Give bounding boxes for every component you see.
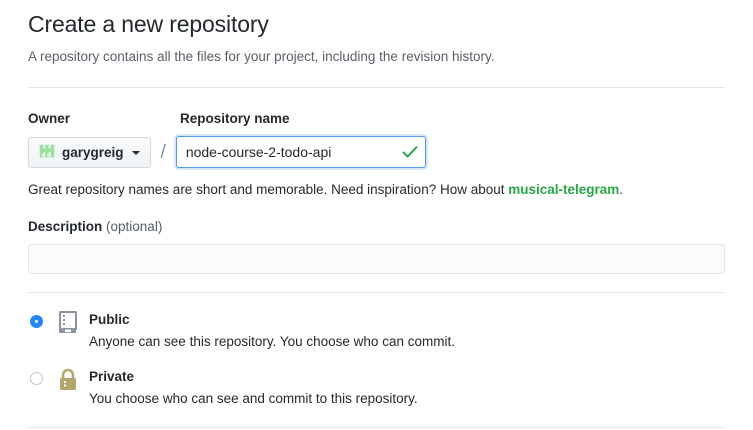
visibility-public-text: Public Anyone can see this repository. Y…: [89, 311, 455, 352]
visibility-public-description: Anyone can see this repository. You choo…: [89, 333, 455, 349]
visibility-private-description: You choose who can see and commit to thi…: [89, 391, 418, 407]
description-label: Description: [28, 219, 103, 235]
description-label-row: Description (optional): [28, 200, 725, 235]
repository-name-label: Repository name: [180, 111, 290, 126]
repository-name-hint: Great repository names are short and mem…: [28, 168, 725, 200]
suggested-name-link[interactable]: musical-telegram: [508, 182, 620, 198]
visibility-private-text: Private You choose who can see and commi…: [89, 368, 418, 409]
radio-public[interactable]: [30, 314, 43, 328]
owner-label: Owner: [28, 111, 71, 126]
path-separator: /: [160, 141, 166, 163]
identicon-avatar: [38, 143, 56, 162]
visibility-option-public[interactable]: Public Anyone can see this repository. Y…: [28, 305, 725, 352]
divider-header: [28, 87, 725, 88]
visibility-private-title: Private: [89, 369, 135, 385]
description-optional-label: (optional): [106, 219, 163, 235]
owner-name-text: garygreig: [62, 144, 124, 160]
page-subtitle: A repository contains all the files for …: [28, 48, 495, 64]
page-title: Create a new repository: [28, 11, 269, 37]
repository-name-input[interactable]: [175, 136, 426, 169]
repo-book-icon: [57, 310, 79, 335]
visibility-public-title: Public: [89, 311, 130, 327]
visibility-option-private[interactable]: Private You choose who can see and commi…: [28, 351, 725, 409]
description-input[interactable]: [28, 243, 725, 274]
hint-text-after: .: [619, 182, 624, 198]
hint-text-before: Great repository names are short and mem…: [28, 182, 509, 198]
divider-visibility: [28, 291, 725, 293]
owner-name-row: garygreig /: [28, 127, 725, 169]
owner-dropdown-button[interactable]: garygreig: [28, 136, 151, 168]
field-label-row: Owner Repository name: [28, 88, 725, 127]
lock-icon: [57, 368, 79, 392]
chevron-down-icon: [131, 150, 140, 155]
visibility-options: Public Anyone can see this repository. Y…: [28, 293, 725, 409]
divider-footer: [28, 426, 725, 428]
repository-name-input-wrap: [175, 136, 426, 169]
radio-private[interactable]: [30, 372, 43, 386]
check-icon: [402, 144, 418, 160]
